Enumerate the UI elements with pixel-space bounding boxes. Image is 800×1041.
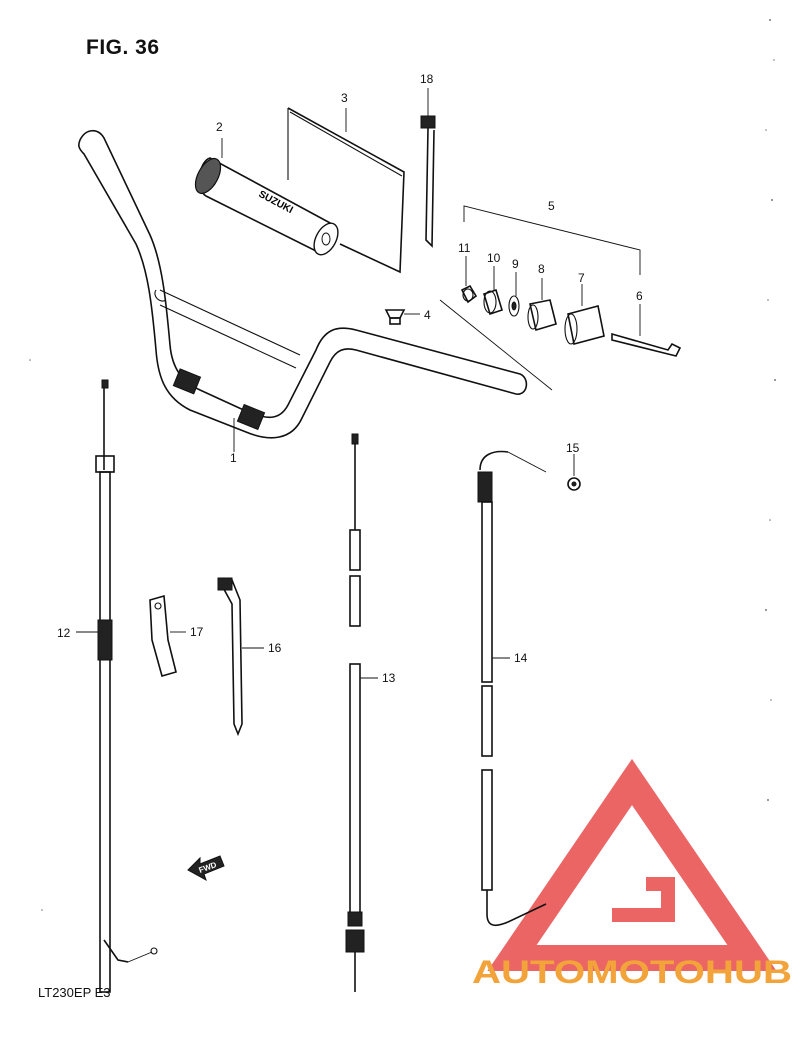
callout-9: 9 [512,257,519,271]
callout-13: 13 [382,671,396,685]
brake-cable [95,379,158,993]
model-code: LT230EP E3 [38,985,111,1000]
callout-12: 12 [57,626,71,640]
grip: SUZUKI [194,157,339,256]
callout-7: 7 [578,271,585,285]
callout-5: 5 [548,199,555,213]
figure-title: FIG. 36 [86,36,160,59]
callout-18: 18 [420,72,434,86]
callout-11: 11 [458,241,471,255]
bar-end-assembly [460,284,682,357]
callout-1: 1 [230,451,237,465]
callout-14: 14 [514,651,528,665]
callout-4: 4 [424,308,431,322]
bracket-17 [149,594,177,677]
watermark-logo [487,758,777,971]
callout-10: 10 [487,251,501,265]
part5-bracket [439,205,641,391]
callout-2: 2 [216,120,223,134]
leader-lines [76,88,641,679]
handlebar [78,129,528,439]
fwd-arrow: FWD [187,855,225,882]
pad-sheet [287,107,405,274]
nut-15 [567,477,581,491]
callout-numbers: 1 2 3 4 5 6 7 8 9 10 11 12 13 14 15 16 1… [57,72,643,685]
callout-17: 17 [190,625,204,639]
wrench-16 [217,577,243,737]
callout-15: 15 [566,441,580,455]
cable-tie [420,115,436,248]
callout-8: 8 [538,262,545,276]
callout-16: 16 [268,641,282,655]
clutch-cable [477,450,547,927]
scan-noise [29,19,776,911]
callout-3: 3 [341,91,348,105]
plug [384,309,406,325]
callout-6: 6 [636,289,643,303]
watermark-text: AUTOMOTOHUB [472,954,792,990]
throttle-cable [345,433,365,992]
